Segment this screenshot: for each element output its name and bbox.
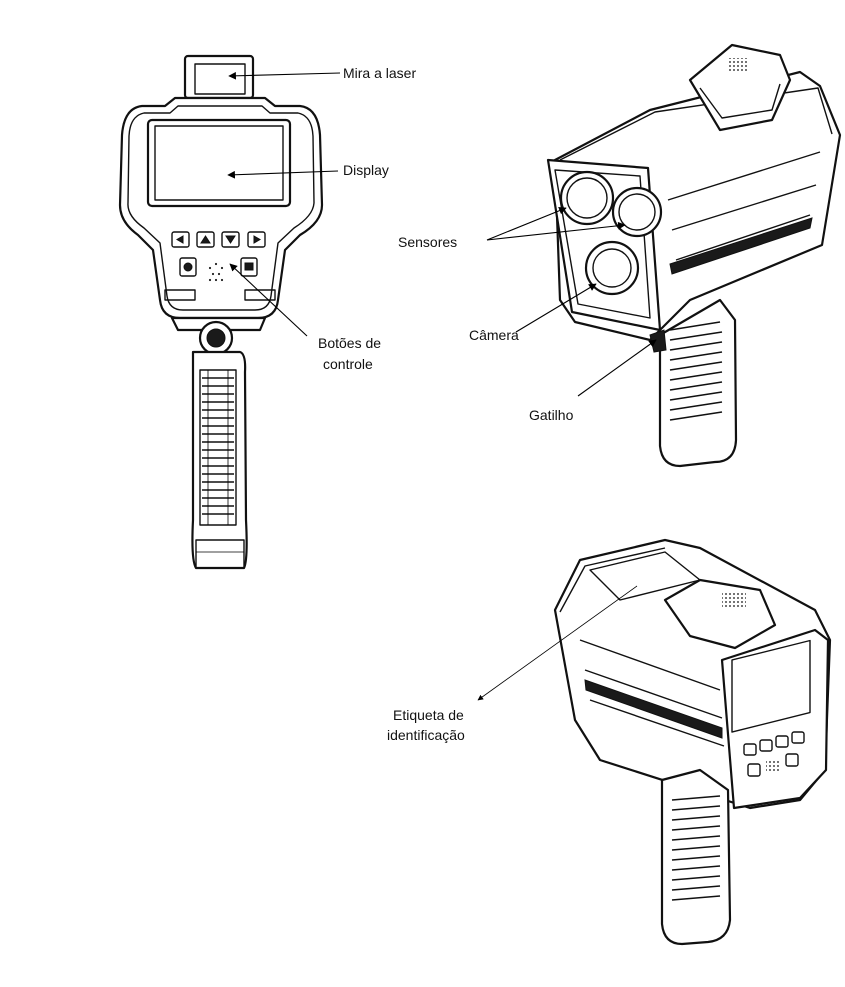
label-id-tag-line1: Etiqueta de — [393, 707, 464, 723]
leader-lines — [227, 71, 657, 701]
front-view-device — [118, 54, 324, 570]
label-display: Display — [343, 162, 389, 178]
label-laser-sight: Mira a laser — [343, 65, 416, 81]
sensor-right — [611, 186, 663, 238]
camera-lens — [584, 240, 640, 296]
angled-view-device-rear — [553, 538, 832, 946]
label-sensors: Sensores — [398, 234, 457, 250]
control-buttons — [171, 231, 266, 282]
label-trigger: Gatilho — [529, 407, 574, 423]
laser-sight-part — [183, 54, 255, 100]
angled-handle — [658, 298, 738, 468]
front-display-screen — [154, 125, 284, 201]
label-control-buttons-line1: Botões de — [318, 335, 381, 351]
label-id-tag-line2: identificação — [387, 727, 465, 743]
label-control-buttons-line2: controle — [323, 356, 373, 372]
sensor-left — [559, 170, 615, 226]
angled-view-device-front — [546, 43, 842, 468]
rear-handle — [660, 768, 732, 946]
rear-display-screen — [731, 639, 811, 733]
label-camera: Câmera — [469, 327, 519, 343]
